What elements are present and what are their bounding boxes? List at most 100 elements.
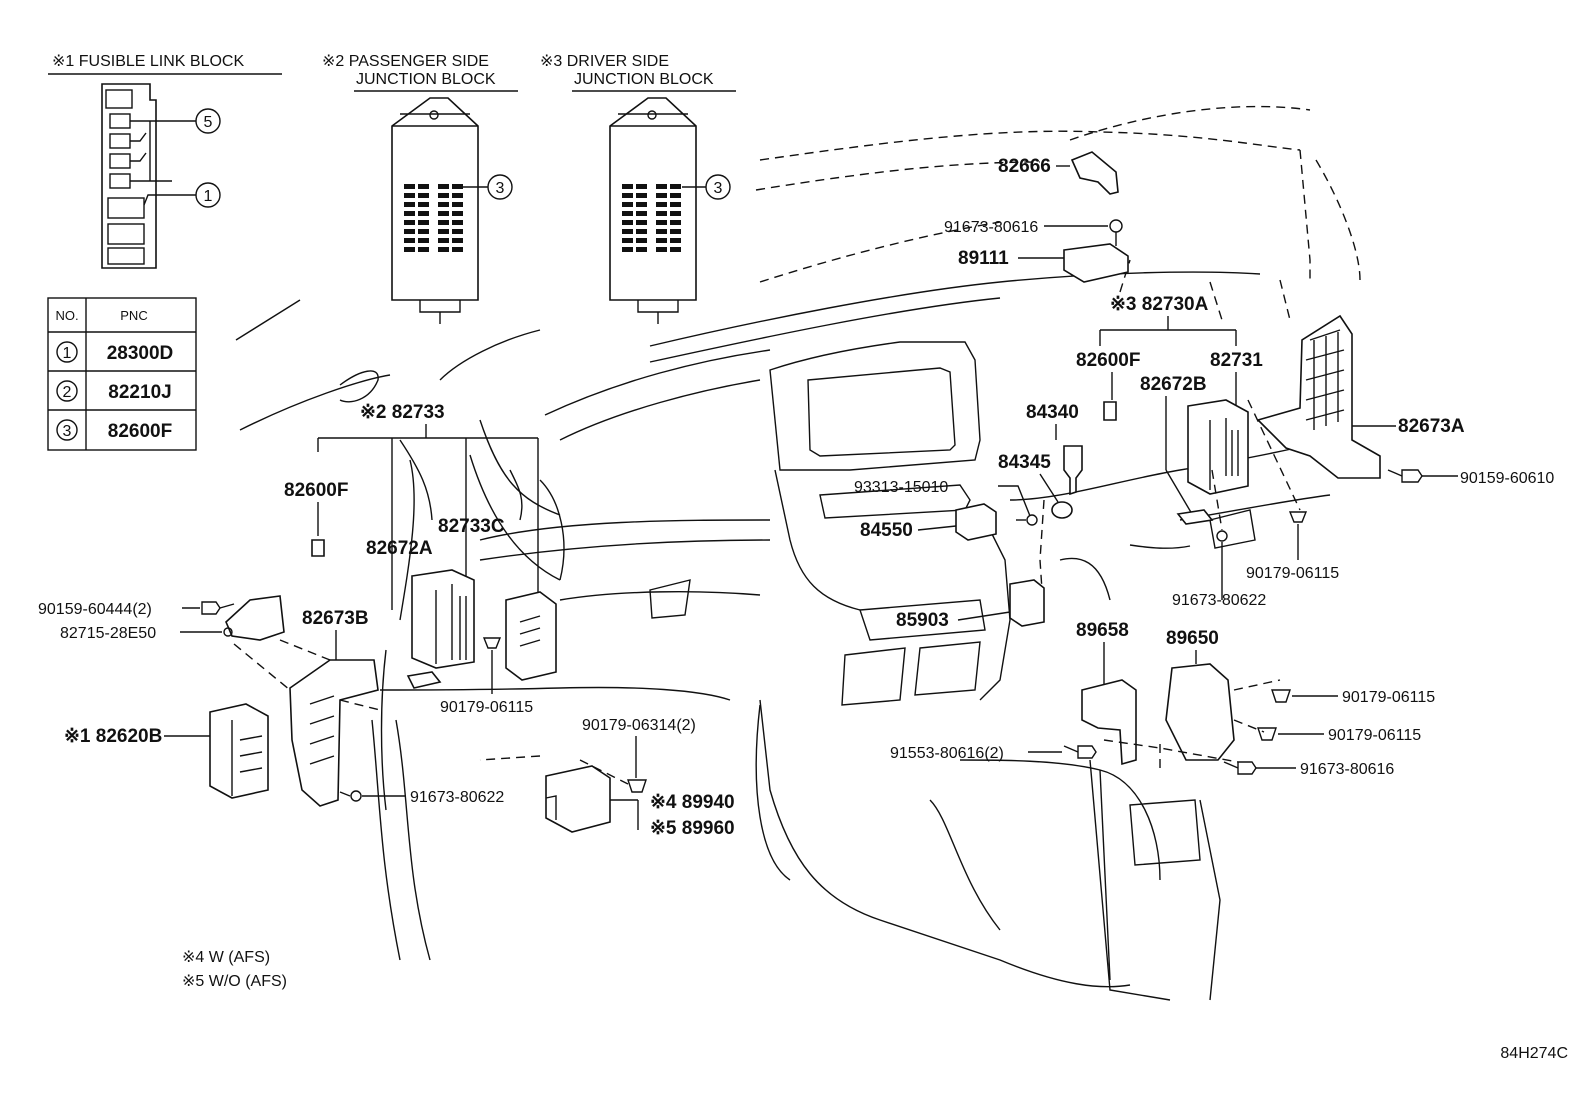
table-row: 2 82210J <box>56 380 172 403</box>
label-90159-60610: 90159-60610 <box>1460 470 1554 487</box>
label-90159-60444: 90159-60444(2) <box>38 601 152 618</box>
table-header-no: NO. <box>55 308 78 323</box>
part-82731-shape <box>1187 399 1249 495</box>
fuse-slot <box>452 247 463 252</box>
fuse-slot <box>670 247 681 252</box>
fuse-slot <box>656 229 667 234</box>
fuse-slot <box>404 229 415 234</box>
clip-icon <box>1288 511 1308 523</box>
driver-junction-block-drawing: 3 <box>609 97 731 324</box>
note-5: ※5 W/O (AFS) <box>182 973 287 990</box>
clip-icon <box>482 637 502 649</box>
label-84345: 84345 <box>998 452 1051 473</box>
label-90179-06115-a: 90179-06115 <box>1342 689 1435 706</box>
fuse-slot <box>656 211 667 216</box>
bolt-icon <box>1387 469 1423 483</box>
screw-icon <box>339 790 362 802</box>
fuse-slot <box>438 229 449 234</box>
fuse-slot <box>452 220 463 225</box>
part-84345-shape <box>1051 501 1073 519</box>
part-82600F-left-clip <box>311 539 325 557</box>
fuse-slot <box>622 184 633 189</box>
label-91673-80616-bottom: 91673-80616 <box>1300 761 1394 778</box>
bracket-82733 <box>317 424 539 610</box>
fuse-slot <box>656 247 667 252</box>
leader-line <box>610 799 639 830</box>
leader-line <box>957 611 1011 621</box>
fuse-slot <box>656 202 667 207</box>
table-row: 1 28300D <box>56 341 174 364</box>
fuse-slot <box>636 202 647 207</box>
part-89650-shape <box>1165 663 1235 761</box>
label-82673A: 82673A <box>1398 416 1465 437</box>
part-82600F-clip <box>1103 401 1117 421</box>
fusible-link-block-drawing <box>101 83 196 269</box>
label-82600F-left: 82600F <box>284 480 348 501</box>
fuse-slot <box>404 211 415 216</box>
label-90179-06115-left: 90179-06115 <box>440 699 533 716</box>
header-driver-side: ※3 DRIVER SIDE <box>540 53 669 70</box>
clip-icon <box>1271 689 1291 703</box>
fuse-slot <box>670 184 681 189</box>
fuse-slot <box>404 184 415 189</box>
label-82733C: 82733C <box>438 516 505 537</box>
fuse-slot <box>670 220 681 225</box>
fuse-slot <box>622 229 633 234</box>
fuse-slot <box>622 202 633 207</box>
label-82733: ※2 82733 <box>360 402 445 423</box>
fuse-slot <box>418 193 429 198</box>
part-82672B-shape <box>1176 509 1214 525</box>
label-85903: 85903 <box>896 610 949 631</box>
fuse-slot <box>636 247 647 252</box>
callout-5: 5 <box>195 108 221 134</box>
bolt-icon <box>1109 219 1123 246</box>
label-82730A: ※3 82730A <box>1110 294 1209 315</box>
fuse-slot <box>418 247 429 252</box>
part-82673B-shape <box>289 659 379 807</box>
part-85903-shape <box>1009 579 1045 627</box>
part-82672A-shape <box>411 569 475 669</box>
label-91673-80622-left: 91673-80622 <box>410 789 504 806</box>
fuse-slot <box>404 220 415 225</box>
fuse-slot <box>418 229 429 234</box>
fuse-slot <box>622 220 633 225</box>
fuse-slot <box>404 247 415 252</box>
svg-text:28300D: 28300D <box>107 343 174 364</box>
svg-text:82210J: 82210J <box>108 382 171 403</box>
callout-1: 1 <box>195 182 221 208</box>
fuse-slot <box>452 202 463 207</box>
fuse-slot <box>636 184 647 189</box>
fuse-slot <box>656 238 667 243</box>
fuse-slot <box>670 238 681 243</box>
label-93313-15010: 93313-15010 <box>854 479 948 496</box>
label-91673-80622-right: 91673-80622 <box>1172 592 1266 609</box>
bracket-82730A <box>1099 316 1237 346</box>
fuse-slot <box>418 202 429 207</box>
fuse-slot <box>656 220 667 225</box>
part-82715-shape <box>225 595 285 641</box>
label-84340: 84340 <box>1026 402 1079 423</box>
fuse-slot <box>404 238 415 243</box>
part-89658-shape <box>1081 679 1137 766</box>
part-84340-shape <box>1063 445 1083 496</box>
figure-id: 84H274C <box>1500 1045 1568 1062</box>
fuse-slot <box>438 202 449 207</box>
passenger-junction-block-drawing: 3 <box>391 97 513 324</box>
label-89650: 89650 <box>1166 628 1219 649</box>
fuse-slot <box>656 184 667 189</box>
fuse-slot <box>452 229 463 234</box>
label-82600F-right: 82600F <box>1076 350 1140 371</box>
part-82673A-shape <box>1256 314 1381 479</box>
header-driver-junction: JUNCTION BLOCK <box>574 71 714 88</box>
fuse-slot <box>670 193 681 198</box>
label-82715-28E50: 82715-28E50 <box>60 625 156 642</box>
label-90179-06115-right: 90179-06115 <box>1246 565 1339 582</box>
callout-3-passenger: 3 <box>496 180 505 197</box>
screw-icon <box>1216 530 1228 542</box>
header-passenger-junction: JUNCTION BLOCK <box>356 71 496 88</box>
part-89940-shape <box>545 765 611 833</box>
fuse-slot <box>670 229 681 234</box>
fuse-slot <box>418 238 429 243</box>
fuse-slot <box>452 211 463 216</box>
